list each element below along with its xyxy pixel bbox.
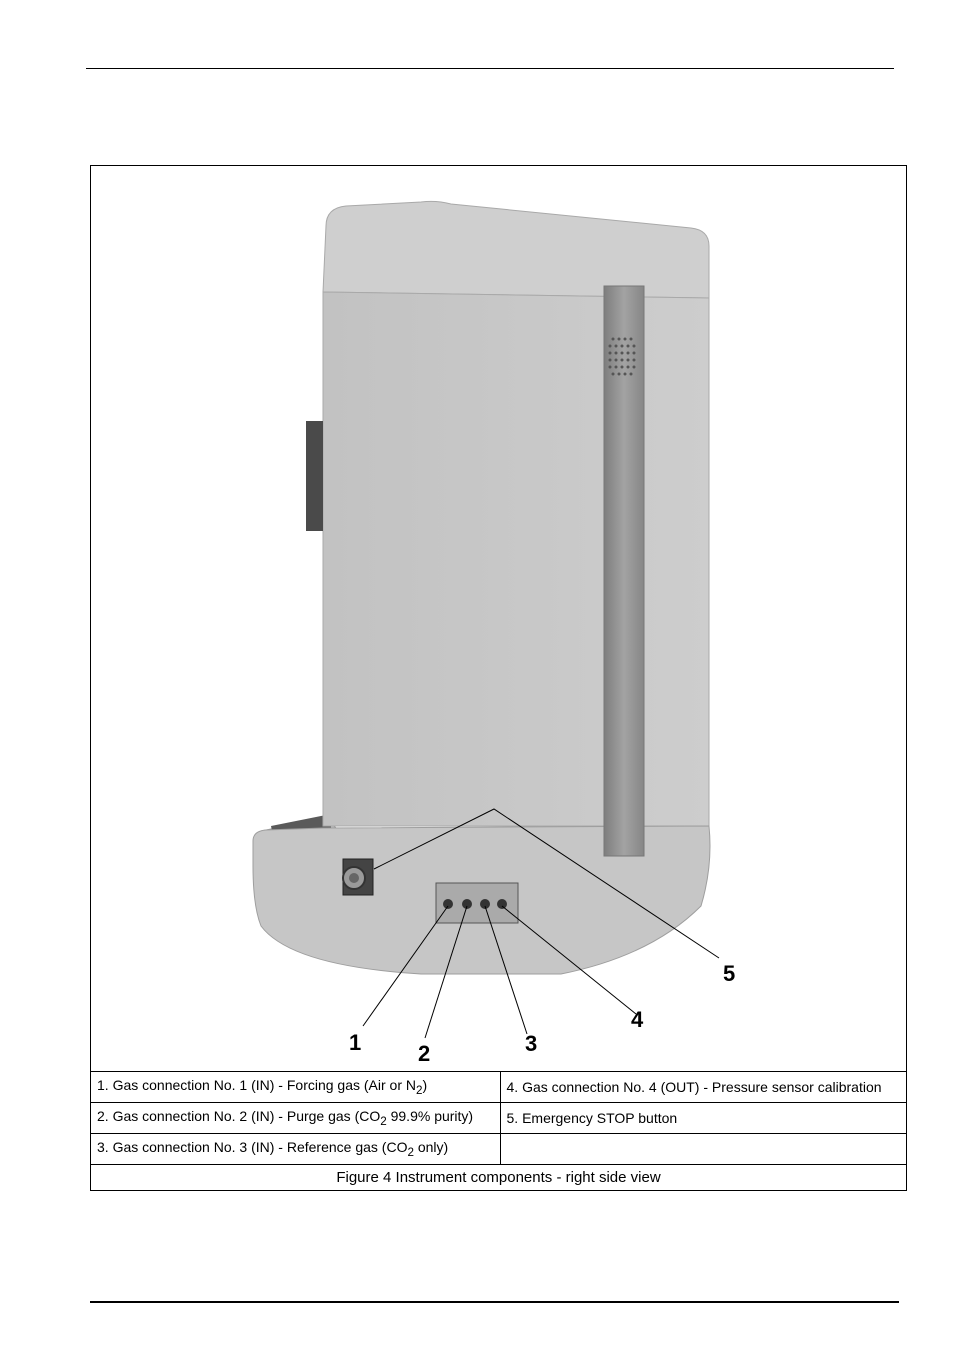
- legend-text: ): [422, 1077, 428, 1094]
- figure-caption: Figure 4 Instrument components - right s…: [91, 1164, 906, 1190]
- caption-row: Figure 4 Instrument components - right s…: [91, 1164, 906, 1190]
- callout-3: 3: [525, 1031, 537, 1056]
- legend-empty-cell: [500, 1133, 906, 1165]
- legend-item-3: 3. Gas connection No. 3 (IN) - Reference…: [91, 1133, 501, 1165]
- legend-text: only): [413, 1139, 449, 1156]
- callout-1: 1: [349, 1030, 361, 1055]
- legend-row: 3. Gas connection No. 3 (IN) - Reference…: [91, 1133, 906, 1165]
- emergency-stop-icon: [342, 858, 374, 896]
- subscript: 2: [416, 1083, 423, 1097]
- side-panel: [306, 421, 323, 531]
- legend-item-2: 2. Gas connection No. 2 (IN) - Purge gas…: [91, 1102, 501, 1134]
- legend-table: 1. Gas connection No. 1 (IN) - Forcing g…: [91, 1071, 906, 1190]
- legend-item-1: 1. Gas connection No. 1 (IN) - Forcing g…: [91, 1071, 501, 1103]
- gas-connection-panel: [435, 882, 519, 924]
- legend-row: 2. Gas connection No. 2 (IN) - Purge gas…: [91, 1102, 906, 1134]
- top-cap: [322, 200, 710, 299]
- steel-strip: [603, 285, 645, 857]
- callout-leaders: [362, 808, 720, 1039]
- legend-text: 3. Gas connection No. 3 (IN) - Reference…: [97, 1139, 408, 1156]
- legend-text: 1. Gas connection No. 1 (IN) - Forcing g…: [97, 1077, 416, 1094]
- vent-grill: [608, 337, 636, 376]
- instrument-body: [322, 291, 710, 827]
- subscript: 2: [407, 1145, 414, 1159]
- instrument-photo: 1 2 3 4 5: [252, 200, 735, 1066]
- figure-frame: 1 2 3 4 5 1. Gas connection No. 1 (IN) -…: [90, 165, 907, 1191]
- header-rule: [86, 68, 894, 69]
- callout-5: 5: [723, 961, 735, 986]
- callout-2: 2: [418, 1041, 430, 1066]
- legend-text: 2. Gas connection No. 2 (IN) - Purge gas…: [97, 1108, 381, 1125]
- legend-item-4: 4. Gas connection No. 4 (OUT) - Pressure…: [500, 1071, 906, 1103]
- legend-text: 99.9% purity): [386, 1108, 474, 1125]
- callout-4: 4: [631, 1007, 644, 1032]
- footer-rule: [90, 1301, 899, 1303]
- subscript: 2: [380, 1114, 387, 1128]
- legend-item-5: 5. Emergency STOP button: [500, 1102, 906, 1134]
- legend-row: 1. Gas connection No. 1 (IN) - Forcing g…: [91, 1071, 906, 1103]
